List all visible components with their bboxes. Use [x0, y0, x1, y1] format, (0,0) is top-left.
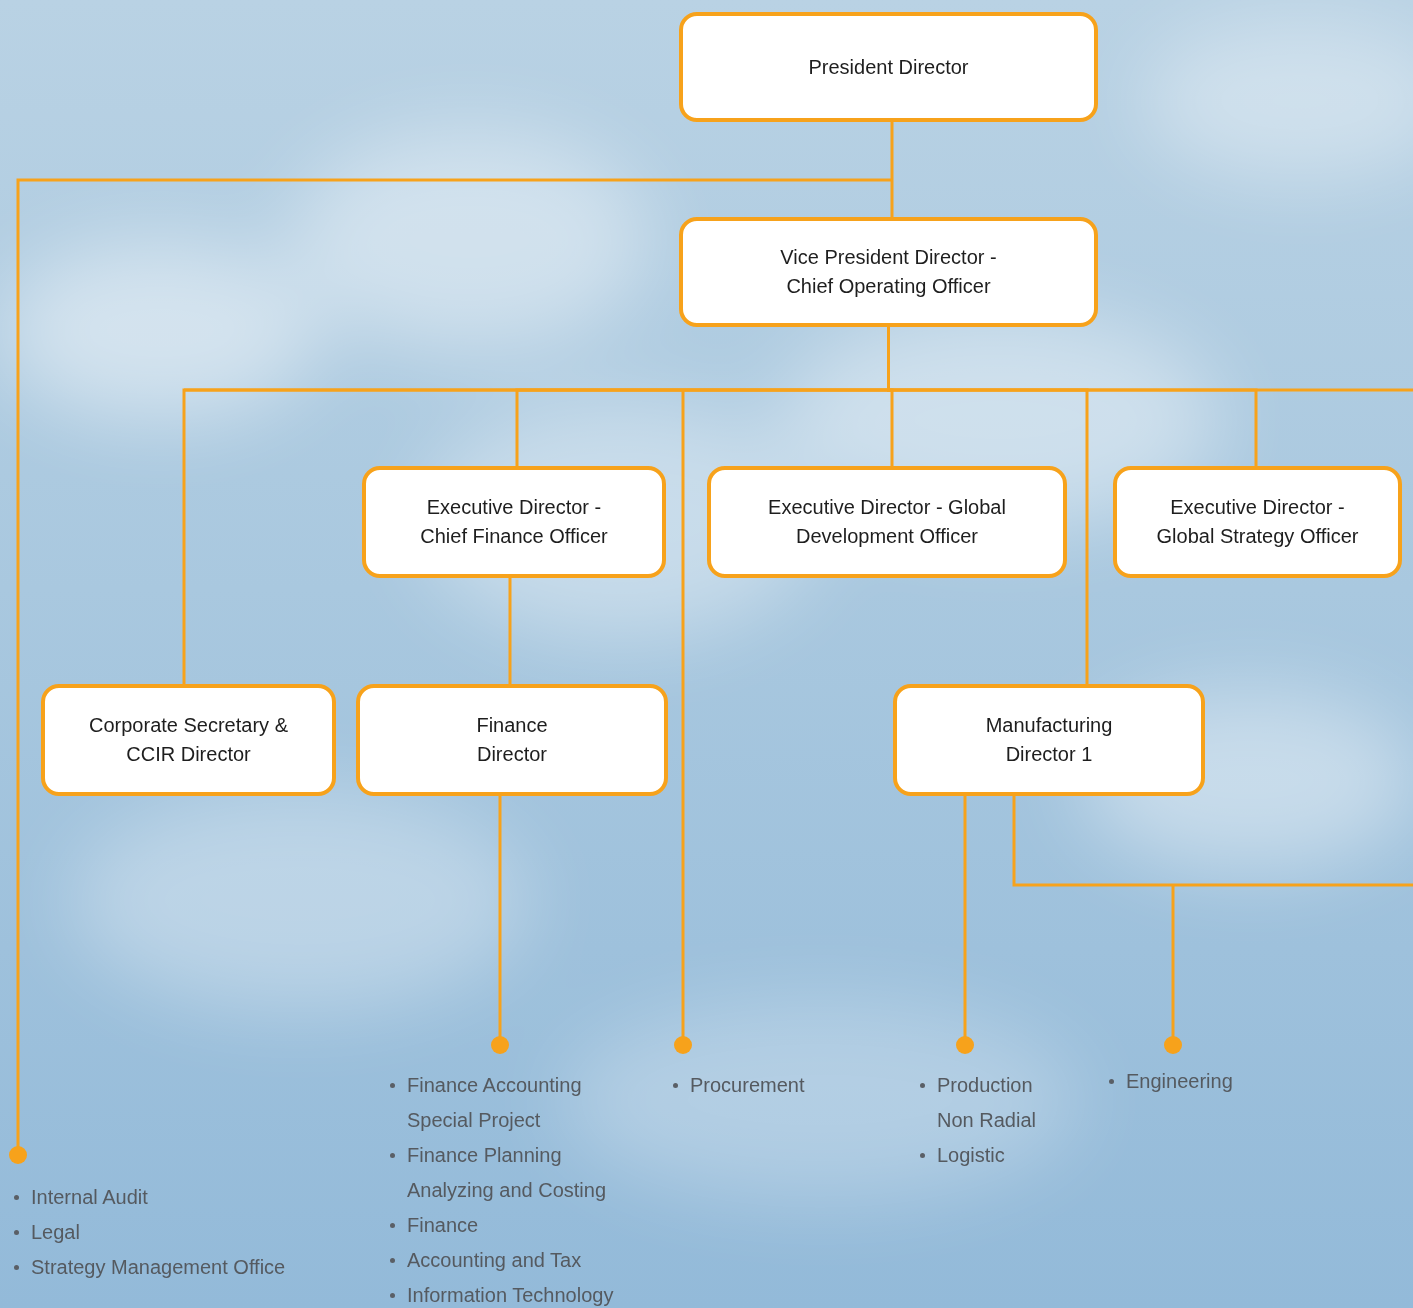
- bullet-dot: [390, 1153, 395, 1158]
- production-branch-line: [964, 796, 967, 1045]
- bullet-dot: [920, 1083, 925, 1088]
- unit-list: Procurement: [669, 1068, 805, 1103]
- reporting-line: [517, 327, 889, 466]
- engineering-bus-line: [1014, 796, 1413, 885]
- org-box: Corporate Secretary & CCIR Director: [41, 684, 336, 796]
- box-title: Finance Director: [462, 711, 562, 769]
- unit-label: Logistic: [937, 1138, 1005, 1173]
- branch-dot: [491, 1036, 509, 1054]
- box-title: Vice President Director - Chief Operatin…: [769, 243, 1009, 301]
- edge-group: [184, 122, 1256, 684]
- bullet-dot: [1109, 1079, 1114, 1084]
- unit-list: Internal AuditLegalStrategy Management O…: [10, 1180, 285, 1285]
- reporting-line: [891, 122, 894, 217]
- org-box: President Director: [679, 12, 1098, 122]
- engineering-branch-line: [1172, 885, 1175, 1045]
- branch-dot: [1164, 1036, 1182, 1054]
- reporting-line: [509, 578, 512, 684]
- unit-label: Internal Audit: [31, 1180, 148, 1215]
- bullet-dot: [673, 1083, 678, 1088]
- bullet-item: Strategy Management Office: [10, 1250, 285, 1285]
- unit-label: Information Technology: [407, 1278, 613, 1308]
- org-box: Executive Director - Chief Finance Offic…: [362, 466, 666, 578]
- bullet-item: Finance: [386, 1208, 647, 1243]
- unit-list: Finance Accounting Special ProjectFinanc…: [386, 1068, 647, 1308]
- bullet-item: Legal: [10, 1215, 285, 1250]
- bullet-item: Procurement: [669, 1068, 805, 1103]
- branch-dot: [9, 1146, 27, 1164]
- unit-list: Engineering: [1105, 1064, 1233, 1099]
- bullet-dot: [920, 1153, 925, 1158]
- box-title: Executive Director - Chief Finance Offic…: [414, 493, 614, 551]
- bullet-item: Engineering: [1105, 1064, 1233, 1099]
- finance-branch-line: [499, 796, 502, 1045]
- branch-lines: [18, 180, 1413, 1155]
- procurement-branch-line: [682, 390, 685, 1045]
- bullet-dot: [390, 1223, 395, 1228]
- unit-label: Engineering: [1126, 1064, 1233, 1099]
- bullet-item: Internal Audit: [10, 1180, 285, 1215]
- org-box: Executive Director - Global Strategy Off…: [1113, 466, 1402, 578]
- bullet-dot: [390, 1083, 395, 1088]
- unit-list: Production Non RadialLogistic: [916, 1068, 1067, 1173]
- bullet-dot: [14, 1230, 19, 1235]
- box-title: President Director: [808, 53, 968, 82]
- branch-dot: [956, 1036, 974, 1054]
- box-title: Executive Director - Global Strategy Off…: [1150, 493, 1365, 551]
- unit-label: Accounting and Tax: [407, 1243, 581, 1278]
- unit-label: Legal: [31, 1215, 80, 1250]
- bullet-item: Information Technology: [386, 1278, 647, 1308]
- bullet-item: Finance Accounting Special Project: [386, 1068, 647, 1138]
- unit-label: Finance Accounting Special Project: [407, 1068, 647, 1138]
- org-box: Vice President Director - Chief Operatin…: [679, 217, 1098, 327]
- unit-label: Finance Planning Analyzing and Costing: [407, 1138, 647, 1208]
- clouds: [0, 20, 1413, 1200]
- bullet-item: Accounting and Tax: [386, 1243, 647, 1278]
- unit-label: Production Non Radial: [937, 1068, 1067, 1138]
- bullet-dot: [390, 1293, 395, 1298]
- org-box: Executive Director - Global Development …: [707, 466, 1067, 578]
- branch-dots: [9, 1036, 1182, 1164]
- reporting-line: [889, 327, 1257, 466]
- box-title: Executive Director - Global Development …: [742, 493, 1032, 551]
- box-title: Corporate Secretary & CCIR Director: [84, 711, 294, 769]
- bullet-dot: [14, 1195, 19, 1200]
- bullet-dot: [390, 1258, 395, 1263]
- bullet-item: Finance Planning Analyzing and Costing: [386, 1138, 647, 1208]
- bullet-dot: [14, 1265, 19, 1270]
- branch-dot: [674, 1036, 692, 1054]
- box-title: Manufacturing Director 1: [974, 711, 1124, 769]
- unit-label: Strategy Management Office: [31, 1250, 285, 1285]
- org-box: Manufacturing Director 1: [893, 684, 1205, 796]
- org-box: Finance Director: [356, 684, 668, 796]
- unit-label: Finance: [407, 1208, 478, 1243]
- unit-label: Procurement: [690, 1068, 805, 1103]
- bullet-item: Logistic: [916, 1138, 1067, 1173]
- bullet-item: Production Non Radial: [916, 1068, 1067, 1138]
